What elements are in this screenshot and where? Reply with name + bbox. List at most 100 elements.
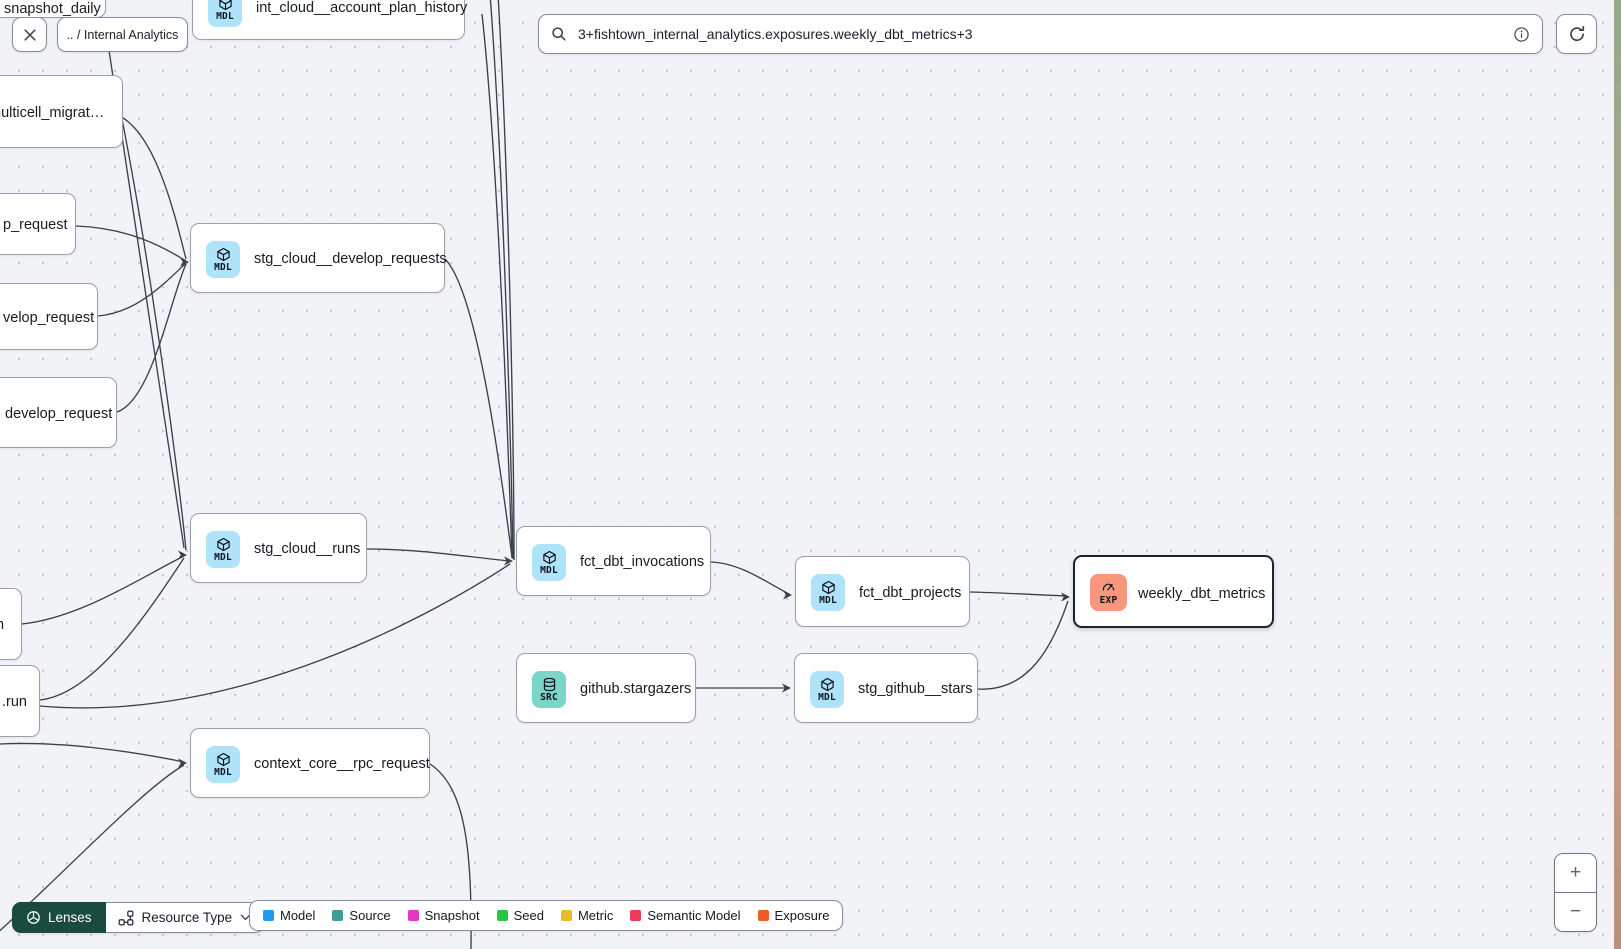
resource-type-legend: Model Source Snapshot Seed Metric Semantic Mo…	[249, 900, 844, 931]
badge-label: MDL	[540, 564, 558, 576]
node-stg_github__stars[interactable]: MDL stg_github__stars	[794, 653, 978, 723]
node-label: velop_request	[3, 309, 95, 326]
legend-item-seed: Seed	[496, 908, 544, 923]
legend-item-metric: Metric	[560, 908, 614, 923]
cube-icon	[216, 752, 230, 766]
lenses-toolbar: Lenses Resource Type	[12, 902, 265, 933]
badge-label: SRC	[540, 691, 558, 703]
chevron-down-icon	[240, 914, 251, 920]
model-badge: MDL	[208, 0, 242, 27]
legend-item-source: Source	[332, 908, 391, 923]
legend-item-snapshot: Snapshot	[407, 908, 480, 923]
database-icon	[543, 677, 555, 691]
model-badge: MDL	[810, 671, 844, 708]
breadcrumb[interactable]: .. / Internal Analytics	[57, 17, 188, 52]
legend-swatch	[496, 910, 508, 921]
cube-icon	[820, 677, 834, 691]
search-bar	[538, 14, 1543, 54]
search-input[interactable]	[576, 25, 1504, 43]
search-icon	[552, 27, 566, 41]
close-button[interactable]	[12, 17, 47, 52]
zoom-in-button[interactable]: +	[1555, 854, 1596, 893]
node-label: weekly_dbt_metrics	[1138, 585, 1266, 602]
zoom-out-button[interactable]: −	[1555, 893, 1596, 931]
model-badge: MDL	[206, 241, 240, 278]
node-label: context_core__rpc_request	[254, 756, 430, 772]
node-int_cloud__account_plan_history[interactable]: MDL int_cloud__account_plan_history	[192, 0, 468, 40]
node-label: fct_dbt_projects	[859, 584, 962, 601]
node-label: int_cloud__account_plan_history	[256, 0, 468, 16]
node-develop_request[interactable]: MDLdevelop_request	[0, 377, 117, 448]
model-badge: MDL	[206, 531, 240, 568]
resource-type-dropdown[interactable]: Resource Type	[105, 902, 265, 933]
node-label: snapshot_daily	[4, 1, 101, 17]
legend-swatch	[263, 910, 274, 921]
source-badge: SRC	[532, 671, 566, 708]
node-fct_dbt_invocations[interactable]: MDL fct_dbt_invocations	[516, 526, 711, 596]
legend-label: Seed	[513, 908, 544, 923]
node-run_node[interactable]: MDL.run	[0, 665, 40, 737]
badge-label: MDL	[214, 766, 232, 778]
legend-label: Source	[349, 908, 391, 923]
node-n_node[interactable]: MDLn	[0, 588, 22, 660]
node-label: .run	[2, 694, 27, 710]
gauge-icon	[1102, 583, 1115, 591]
info-icon[interactable]	[1513, 26, 1530, 43]
node-stg_cloud__develop_requests[interactable]: MDL stg_cloud__develop_requests	[190, 223, 447, 293]
model-badge: MDL	[532, 544, 566, 581]
desktop-wallpaper-edge	[1614, 0, 1621, 949]
legend-swatch	[332, 910, 344, 921]
lenses-label: Lenses	[48, 910, 92, 925]
breadcrumb-label: .. / Internal Analytics	[66, 27, 179, 42]
legend-label: Semantic Model	[647, 908, 741, 923]
legend-label: Exposure	[774, 908, 830, 923]
node-p_request[interactable]: MDLp_request	[0, 193, 76, 255]
cube-icon	[218, 0, 232, 10]
legend-label: Snapshot	[424, 908, 480, 923]
node-label: github.stargazers	[580, 681, 692, 697]
model-badge: MDL	[206, 746, 240, 783]
node-multicell_migrat[interactable]: MDLmulticell_migrat…	[0, 75, 123, 148]
model-badge: MDL	[811, 574, 845, 611]
legend-swatch	[757, 910, 769, 921]
legend-swatch	[407, 910, 419, 921]
refresh-icon	[1569, 25, 1584, 42]
node-snapshot_daily[interactable]: MDLsnapshot_daily	[0, 0, 106, 18]
cube-icon	[216, 247, 230, 261]
node-fct_dbt_projects[interactable]: MDL fct_dbt_projects	[795, 556, 970, 627]
badge-label: MDL	[818, 691, 836, 703]
node-velop_request[interactable]: MDLvelop_request	[0, 283, 98, 350]
legend-label: Model	[280, 908, 316, 923]
node-weekly_dbt_metrics[interactable]: EXP weekly_dbt_metrics	[1073, 555, 1274, 628]
node-label: stg_cloud__develop_requests	[254, 251, 447, 267]
node-label: stg_github__stars	[858, 681, 973, 697]
legend-item-model: Model	[263, 908, 315, 923]
node-github.stargazers[interactable]: SRC github.stargazers	[516, 653, 696, 723]
badge-label: MDL	[214, 261, 232, 273]
node-label: p_request	[3, 217, 68, 233]
refresh-button[interactable]	[1556, 14, 1597, 54]
exposure-badge: EXP	[1090, 574, 1127, 611]
legend-item-semantic-model: Semantic Model	[630, 908, 741, 923]
badge-label: EXP	[1099, 594, 1118, 606]
node-label: fct_dbt_invocations	[580, 554, 705, 570]
node-label: develop_request	[5, 405, 113, 422]
badge-label: MDL	[214, 551, 232, 563]
legend-label: Metric	[577, 908, 614, 923]
badge-label: MDL	[819, 594, 837, 606]
node-label: multicell_migrat…	[0, 104, 105, 121]
badge-label: MDL	[216, 10, 234, 22]
resource-type-label: Resource Type	[141, 910, 233, 925]
legend-item-exposure: Exposure	[757, 908, 830, 923]
node-context_core__rpc_request[interactable]: MDL context_core__rpc_request	[190, 728, 430, 798]
zoom-controls: + −	[1554, 853, 1597, 932]
legend-swatch	[630, 910, 642, 921]
cube-icon	[821, 580, 835, 594]
lenses-button[interactable]: Lenses	[12, 902, 106, 933]
close-icon	[23, 28, 36, 41]
resource-type-icon	[118, 910, 133, 925]
lenses-icon	[27, 911, 40, 924]
